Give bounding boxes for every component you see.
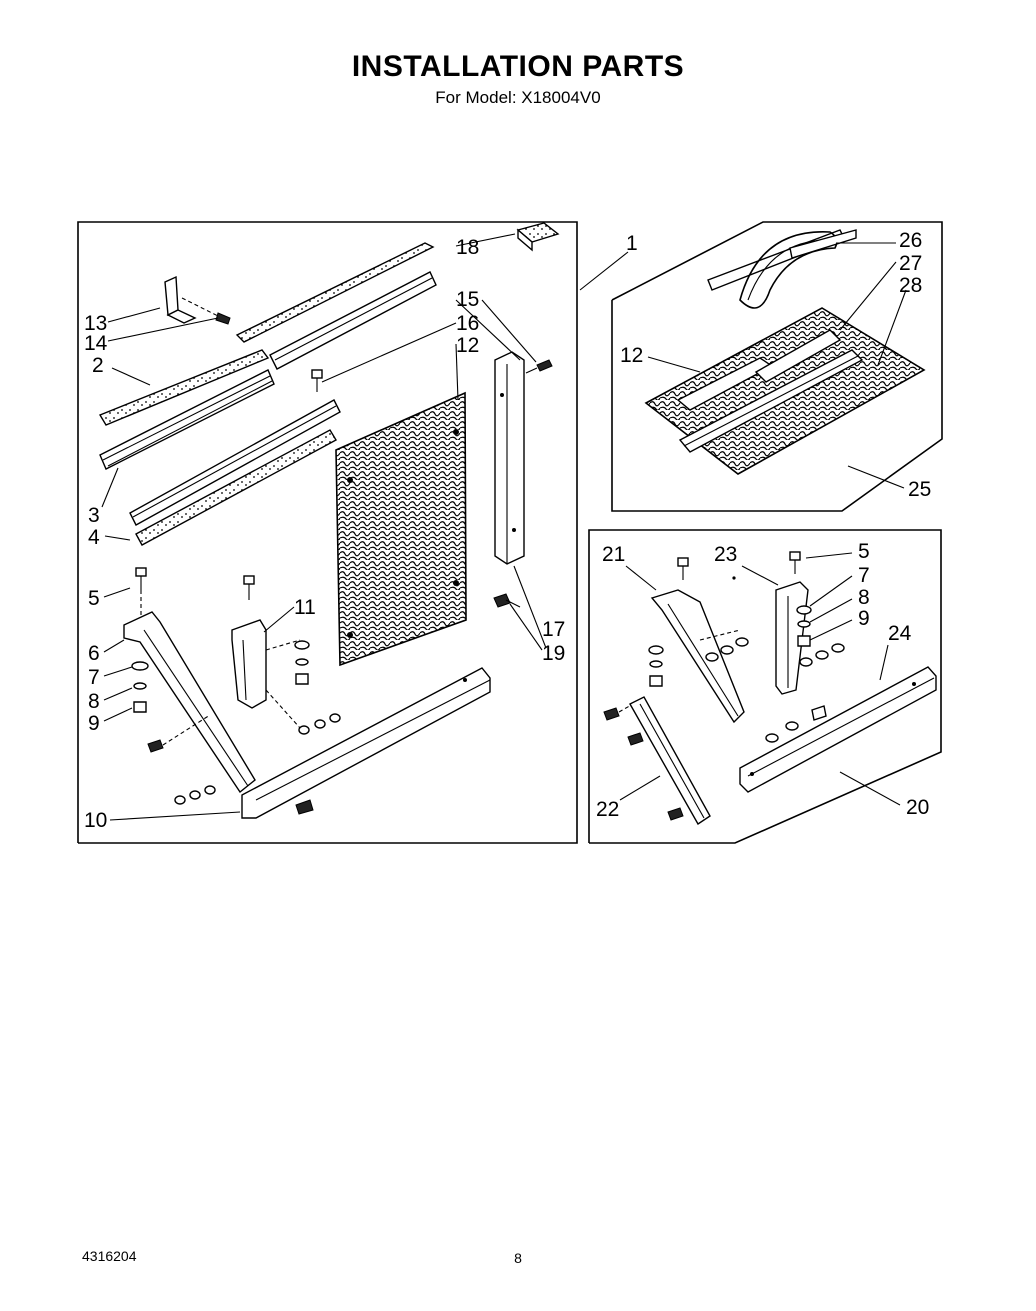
callout-7-right: 7 bbox=[858, 564, 870, 587]
part-18-foam-block bbox=[516, 222, 560, 252]
callout-26: 26 bbox=[899, 229, 922, 252]
callout-24: 24 bbox=[888, 622, 912, 645]
callout-5-left: 5 bbox=[88, 587, 100, 610]
part-19-screw bbox=[493, 593, 521, 608]
callout-2: 2 bbox=[92, 354, 104, 377]
callout-25: 25 bbox=[908, 478, 931, 501]
callout-9-left: 9 bbox=[88, 712, 100, 735]
part-3-channel bbox=[99, 369, 275, 470]
callout-22: 22 bbox=[596, 798, 619, 821]
callout-14: 14 bbox=[84, 332, 108, 355]
right-bottom-leader-lines bbox=[619, 552, 901, 806]
right-top-kit-frame bbox=[611, 221, 943, 512]
left-kit-frame bbox=[77, 221, 578, 844]
part-15-screw bbox=[525, 359, 553, 374]
right-top-leader-lines bbox=[647, 242, 907, 489]
part-10-bottom-angle bbox=[174, 667, 491, 819]
callout-numbers: 13 14 2 3 4 5 6 7 8 9 10 11 18 15 16 12 … bbox=[84, 229, 931, 832]
page-number: 8 bbox=[514, 1250, 522, 1266]
part-12-foam-panel bbox=[335, 391, 467, 667]
callout-28: 28 bbox=[899, 274, 922, 297]
part-6-leg-left bbox=[123, 567, 256, 794]
callout-19: 19 bbox=[542, 642, 565, 665]
part-13-bracket bbox=[164, 275, 231, 325]
callout-4: 4 bbox=[88, 526, 100, 549]
callout-18: 18 bbox=[456, 236, 479, 259]
callout-10: 10 bbox=[84, 809, 107, 832]
callout-13: 13 bbox=[84, 312, 107, 335]
callout-5-right: 5 bbox=[858, 540, 870, 563]
callout-27: 27 bbox=[899, 252, 922, 275]
part-17-vertical-angle bbox=[494, 351, 525, 565]
right-bottom-kit-frame bbox=[588, 529, 942, 844]
callout-6: 6 bbox=[88, 642, 100, 665]
left-leader-lines bbox=[101, 233, 547, 821]
callout-17: 17 bbox=[542, 618, 565, 641]
callout-12-left: 12 bbox=[456, 334, 479, 357]
callout-21: 21 bbox=[602, 543, 625, 566]
callout-12-right: 12 bbox=[620, 344, 643, 367]
part-11-bracket bbox=[231, 575, 341, 735]
callout-11: 11 bbox=[294, 596, 316, 619]
callout-23: 23 bbox=[714, 543, 737, 566]
callout-9-right: 9 bbox=[858, 607, 870, 630]
callout-15: 15 bbox=[456, 288, 479, 311]
part-4-channel-strip bbox=[129, 399, 341, 546]
callout-8-left: 8 bbox=[88, 690, 100, 713]
leader-1 bbox=[579, 251, 629, 291]
document-number: 4316204 bbox=[82, 1248, 137, 1264]
page-title: INSTALLATION PARTS bbox=[351, 50, 685, 83]
callout-3: 3 bbox=[88, 504, 100, 527]
callout-16: 16 bbox=[456, 312, 479, 335]
callout-7-left: 7 bbox=[88, 666, 100, 689]
callout-8-right: 8 bbox=[858, 586, 870, 609]
part-16-screw bbox=[311, 369, 323, 392]
callout-1: 1 bbox=[626, 232, 638, 255]
part-top-rails bbox=[235, 242, 437, 370]
model-subtitle: For Model: X18004V0 bbox=[435, 88, 601, 107]
callout-20: 20 bbox=[906, 796, 929, 819]
part-2-strip bbox=[98, 349, 270, 426]
